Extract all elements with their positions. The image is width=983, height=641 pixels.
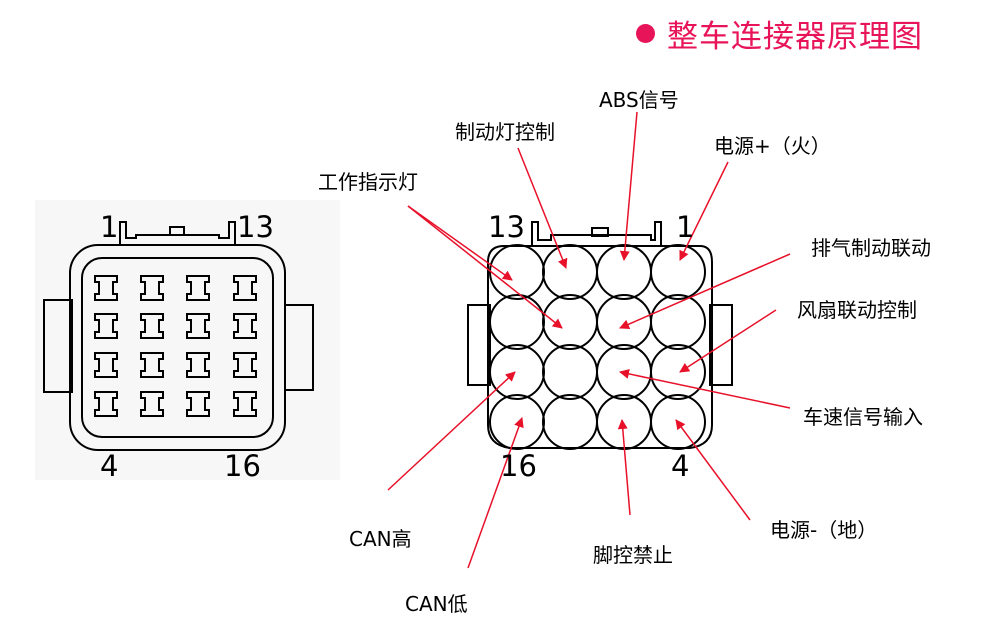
arrow-work-indicator-2 <box>407 205 563 329</box>
right-pin-circle <box>650 294 706 350</box>
right-pin-circle <box>596 294 652 350</box>
right-connector-body <box>487 245 713 449</box>
left-pin-socket <box>233 313 257 339</box>
label-power-positive: 电源+（火） <box>714 134 831 158</box>
left-pin-socket <box>233 352 257 378</box>
left-pin-socket <box>140 352 164 378</box>
left-connector-pin-grid <box>94 275 257 417</box>
arrow-can-low <box>467 417 524 569</box>
label-can-high: CAN高 <box>349 527 412 551</box>
right-pin-number-13: 13 <box>488 210 525 244</box>
right-pin-circle <box>489 394 545 450</box>
left-pin-socket <box>140 313 164 339</box>
left-connector <box>43 221 314 451</box>
left-pin-socket <box>186 352 210 378</box>
right-pin-circle <box>542 394 598 450</box>
right-pin-circle <box>596 344 652 400</box>
right-connector-key <box>531 221 662 246</box>
right-connector-right-tab <box>709 304 733 386</box>
label-work-indicator: 工作指示灯 <box>318 170 418 194</box>
arrow-speed-signal <box>619 368 791 409</box>
left-pin-socket <box>186 275 210 301</box>
right-connector-latch <box>591 227 609 237</box>
right-pin-number-16: 16 <box>500 449 537 483</box>
left-pin-socket <box>140 391 164 417</box>
left-pin-socket <box>233 275 257 301</box>
left-connector-right-tab <box>284 304 314 391</box>
label-arrows <box>387 111 791 569</box>
left-pin-socket <box>94 391 118 417</box>
arrow-exhaust-brake <box>619 253 791 329</box>
left-pin-socket <box>186 391 210 417</box>
right-pin-circle <box>650 344 706 400</box>
left-pin-number-4: 4 <box>100 449 119 483</box>
arrow-abs-signal <box>619 111 638 261</box>
right-pin-number-4: 4 <box>671 449 690 483</box>
arrow-work-indicator <box>407 205 513 281</box>
title-bullet-icon <box>636 23 655 43</box>
arrow-brake-light <box>517 147 568 269</box>
label-power-negative: 电源-（地） <box>770 518 878 542</box>
left-pin-number-1: 1 <box>100 210 119 244</box>
right-pin-circle <box>542 344 598 400</box>
left-pin-socket <box>140 275 164 301</box>
label-exhaust-brake-link: 排气制动联动 <box>811 236 931 260</box>
right-connector-pin-grid <box>489 244 706 450</box>
left-connector-outer-shell <box>69 244 286 451</box>
right-pin-circle <box>489 294 545 350</box>
arrow-can-high <box>387 371 516 491</box>
right-pin-circle <box>489 244 545 300</box>
left-connector-left-tab <box>43 299 73 393</box>
left-pin-socket <box>94 352 118 378</box>
left-pin-number-13: 13 <box>237 210 274 244</box>
right-pin-circle <box>542 244 598 300</box>
arrow-foot-control <box>617 419 631 516</box>
left-connector-inner-shell <box>81 257 274 438</box>
left-connector-latch <box>169 226 185 236</box>
right-pin-circle <box>650 244 706 300</box>
left-pin-number-16: 16 <box>224 449 261 483</box>
arrow-power-negative <box>675 419 751 521</box>
label-can-low: CAN低 <box>405 592 468 616</box>
right-pin-circle <box>489 344 545 400</box>
right-pin-number-1: 1 <box>676 210 695 244</box>
arrow-power-positive <box>679 161 729 261</box>
right-connector <box>467 221 733 450</box>
left-pin-socket <box>94 313 118 339</box>
label-brake-light-control: 制动灯控制 <box>455 120 555 144</box>
label-speed-signal-input: 车速信号输入 <box>803 405 923 429</box>
arrow-fan-link <box>679 309 777 373</box>
title-text: 整车连接器原理图 <box>667 18 923 55</box>
label-fan-link-control: 风扇联动控制 <box>797 298 917 322</box>
page-title: 整车连接器原理图 <box>636 10 923 56</box>
label-abs-signal: ABS信号 <box>599 88 679 112</box>
right-pin-circle <box>650 394 706 450</box>
left-pin-socket <box>186 313 210 339</box>
label-foot-control-disable: 脚控禁止 <box>593 543 673 567</box>
left-pin-socket <box>233 391 257 417</box>
left-connector-key <box>119 221 236 245</box>
right-connector-left-tab <box>467 304 491 386</box>
left-pin-socket <box>94 275 118 301</box>
right-pin-circle <box>542 294 598 350</box>
